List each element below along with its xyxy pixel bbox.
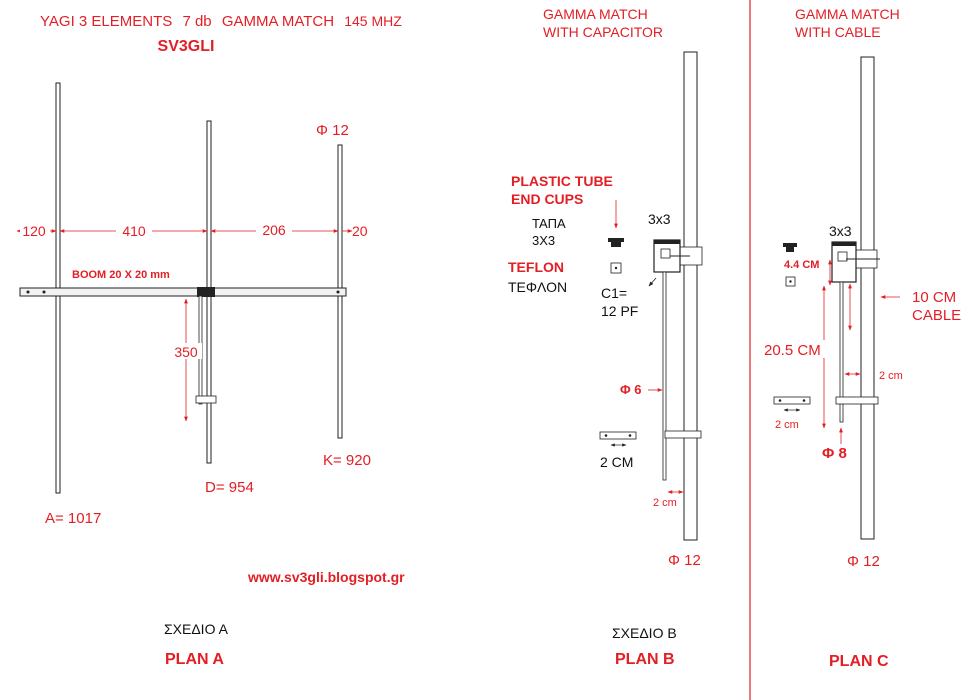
plan-c-strap: [835, 396, 879, 405]
gamma-rod-b: [662, 271, 667, 481]
plan-b-phi12: Φ 12: [668, 552, 701, 569]
plan-a-title-db: 7 db: [182, 13, 211, 30]
gamma-strap-a: [195, 395, 217, 404]
plan-b-strap: [664, 430, 702, 439]
cable-label-2: CABLE: [912, 307, 961, 324]
len-a: A= 1017: [45, 510, 101, 527]
plan-b-label: PLAN B: [615, 651, 675, 668]
plan-a-title: YAGI 3 ELEMENTS 7 db GAMMA MATCH 145 MHZ: [40, 13, 402, 30]
end-cup-icon: [608, 238, 624, 247]
cap-value-2: 12 PF: [601, 303, 638, 319]
element-tube-b: [683, 51, 698, 541]
plan-b-greek: ΣΧΕΔΙΟ Β: [612, 625, 677, 641]
dim-410: 410: [122, 223, 146, 239]
plan-b: GAMMA MATCH WITH CAPACITOR PLASTIC TUBE …: [508, 6, 703, 668]
plan-c: GAMMA MATCH WITH CABLE 3x3 4.4 CM 10 CM …: [764, 6, 961, 670]
len-k: K= 920: [323, 452, 371, 469]
greek-cap-1: ΤΑΠΑ: [532, 216, 566, 231]
plan-a-title-main: YAGI 3 ELEMENTS: [40, 13, 172, 30]
cable-box: [831, 241, 857, 283]
plan-b-title-2: WITH CAPACITOR: [543, 24, 663, 40]
greek-teflon: ΤΕΦΛΟΝ: [508, 279, 567, 295]
gamma-rod-c: [839, 281, 844, 423]
plastic-tube-2: END CUPS: [511, 191, 583, 207]
plan-a: YAGI 3 ELEMENTS 7 db GAMMA MATCH 145 MHZ…: [16, 13, 405, 668]
plan-a-diameter: Φ 12: [316, 122, 349, 139]
plan-b-bracket-label: 2 CM: [600, 454, 633, 470]
plan-c-bracket-label: 2 cm: [775, 419, 799, 431]
plan-b-box-size: 3x3: [648, 211, 671, 227]
bracket-icon-c: [773, 396, 811, 405]
element-tube-c: [860, 56, 875, 540]
boom-label: BOOM 20 X 20 mm: [72, 269, 170, 281]
end-cup-icon-c: [783, 243, 797, 252]
plan-c-label: PLAN C: [829, 653, 889, 670]
teflon-label: TEFLON: [508, 259, 564, 275]
plan-a-greek: ΣΧΕΔΙΟ Α: [164, 621, 229, 637]
plan-c-phi12: Φ 12: [847, 553, 880, 570]
plan-a-author: SV3GLI: [158, 38, 215, 55]
cap-value-1: C1=: [601, 285, 627, 301]
cable-label-1: 10 CM: [912, 289, 956, 306]
dim-20: 20: [352, 223, 368, 239]
plan-a-title-gamma: GAMMA MATCH: [222, 13, 334, 30]
plan-c-box-size: 3x3: [829, 223, 852, 239]
dim-4-4: 4.4 CM: [784, 259, 819, 271]
plastic-tube-1: PLASTIC TUBE: [511, 173, 613, 189]
boom-clamp: [197, 287, 215, 297]
dim-20-5: 20.5 CM: [764, 342, 821, 359]
plan-c-title-2: WITH CABLE: [795, 24, 881, 40]
greek-cap-2: 3Χ3: [532, 233, 555, 248]
plan-c-phi8: Φ 8: [822, 445, 847, 462]
len-d: D= 954: [205, 479, 254, 496]
dim-350: 350: [174, 344, 198, 360]
dim-120: 120: [22, 223, 46, 239]
plan-c-title-1: GAMMA MATCH: [795, 6, 900, 22]
plan-a-title-freq: 145 MHZ: [344, 13, 402, 29]
website: www.sv3gli.blogspot.gr: [247, 569, 405, 585]
bracket-icon-b: [599, 431, 637, 440]
plan-c-spacing: 2 cm: [879, 370, 903, 382]
plan-b-title-1: GAMMA MATCH: [543, 6, 648, 22]
boom: [19, 287, 347, 297]
plan-a-label: PLAN A: [165, 651, 224, 668]
plan-b-phi6: Φ 6: [620, 382, 642, 397]
plan-b-spacing: 2 cm: [653, 497, 677, 509]
dim-206: 206: [262, 222, 286, 238]
